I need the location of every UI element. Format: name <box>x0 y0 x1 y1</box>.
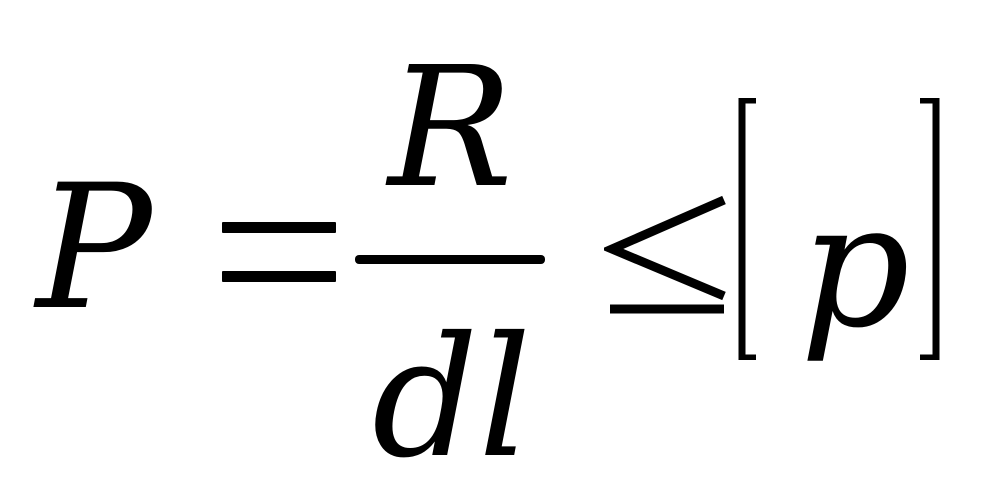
less-than-or-equal-sign <box>604 195 726 314</box>
equals-bottom-bar <box>222 271 336 282</box>
rhs-symbol: p <box>800 165 911 366</box>
lhs-symbol: P <box>36 147 152 348</box>
close-bracket <box>920 98 940 360</box>
equals-top-bar <box>222 222 336 233</box>
denominator: dl <box>372 302 532 495</box>
open-bracket <box>738 98 756 360</box>
numerator: R <box>388 32 513 225</box>
fraction-bar <box>355 255 545 264</box>
